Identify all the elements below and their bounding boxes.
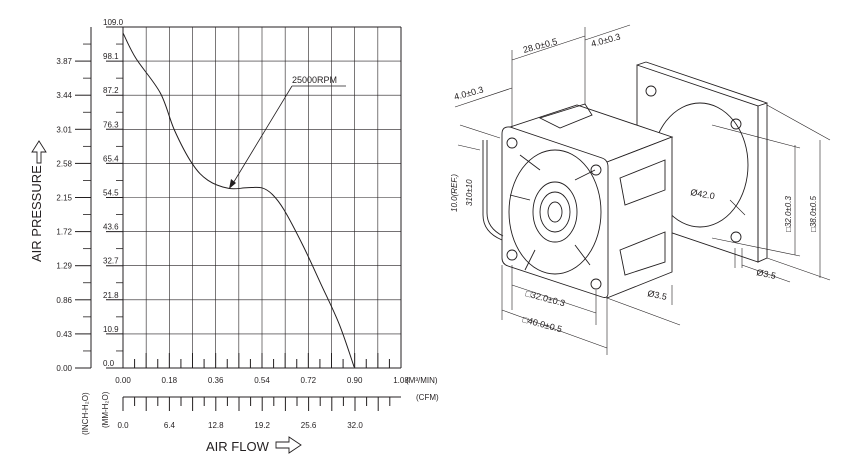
- x-tick-label: 1.08: [393, 376, 409, 385]
- dim-flange-left: 4.0±0.3: [453, 85, 485, 102]
- y-secondary-tick-label: 0.43: [56, 330, 72, 339]
- fan-opening: [508, 149, 602, 275]
- x-tick-label: 0.18: [162, 376, 178, 385]
- y-secondary-tick-label: 2.15: [56, 194, 72, 203]
- y-unit-secondary: (INCH-H₂O): [81, 392, 90, 435]
- y-secondary-tick-label: 2.58: [56, 159, 72, 168]
- x-tick-label: 0.90: [347, 376, 363, 385]
- mounting-hole: [506, 249, 518, 261]
- y-secondary-tick-label: 1.72: [56, 228, 72, 237]
- y-tick-label: 10.9: [103, 325, 119, 334]
- x-secondary-tick-label: 0.0: [117, 421, 129, 430]
- x-axis-title: AIR FLOW: [206, 439, 270, 454]
- y-secondary-tick-label: 3.01: [56, 125, 72, 134]
- dim-lead-length: 310±10: [465, 179, 474, 206]
- dimension-lines: [454, 24, 831, 355]
- x-unit-primary: (M³/MIN): [406, 376, 438, 385]
- y-tick-label: 65.4: [103, 154, 119, 163]
- dim-lead-ref: 10.0(REF.): [450, 174, 459, 212]
- x-secondary-tick-label: 19.2: [254, 421, 270, 430]
- y-axis-title: AIR PRESSURE: [29, 165, 44, 262]
- x-secondary-tick-label: 32.0: [347, 421, 363, 430]
- tick-labels: 0.0 10.9 21.8 32.7 43.6 54.5 65.4 76.3 87.2 98.1 1…: [56, 18, 409, 430]
- dim-flange-top: 4.0±0.3: [590, 32, 622, 49]
- dim-hole-back: Ø3.5: [756, 267, 777, 281]
- fan-front-face: [501, 126, 609, 298]
- x-tick-label: 0.54: [254, 376, 270, 385]
- x-tick-label: 0.00: [115, 376, 131, 385]
- annotation-arrowhead: [229, 179, 236, 189]
- x-unit-secondary: (CFM): [416, 393, 439, 402]
- series-line-25000rpm: [122, 32, 355, 368]
- side-vent: [619, 231, 666, 276]
- y-tick-label: 43.6: [103, 223, 119, 232]
- dim-hole-pitch-v: □32.0±0.3: [784, 196, 793, 232]
- y-tick-label: 87.2: [103, 86, 119, 95]
- y-tick-label: 109.0: [103, 18, 124, 27]
- y-unit-primary: (MM-H₂O): [101, 391, 110, 428]
- mounting-hole: [506, 137, 518, 149]
- fan-blades: [509, 154, 596, 271]
- mounting-plate-edge: [757, 102, 768, 263]
- pq-chart: 0.0 10.9 21.8 32.7 43.6 54.5 65.4 76.3 87.2 98.1 1…: [29, 18, 439, 454]
- dim-hole-front: Ø3.5: [647, 288, 668, 302]
- fan-dimension-drawing: 28.0±0.5 4.0±0.3 4.0±0.3 10.0(REF.) 310±…: [450, 24, 831, 355]
- x-tick-label: 0.72: [301, 376, 317, 385]
- mounting-hole: [590, 278, 602, 290]
- chart-axes: [75, 26, 402, 411]
- y-secondary-tick-label: 0.00: [56, 364, 72, 373]
- fan-hub-center: [547, 201, 563, 223]
- arrow-right-icon: [275, 436, 302, 454]
- arrow-up-icon: [31, 140, 47, 164]
- chart-grid: [122, 26, 402, 369]
- y-tick-label: 0.0: [103, 359, 115, 368]
- dim-frame-v: □38.0±0.5: [809, 196, 818, 232]
- fan-hub-ring: [532, 181, 578, 243]
- dim-size-h: □40.0±0.5: [521, 314, 563, 334]
- fan-hub: [539, 191, 571, 233]
- x-secondary-tick-label: 6.4: [164, 421, 176, 430]
- y-tick-label: 54.5: [103, 189, 119, 198]
- x-secondary-tick-label: 25.6: [301, 421, 317, 430]
- y-secondary-tick-label: 0.86: [56, 296, 72, 305]
- x-secondary-tick-label: 12.8: [208, 421, 224, 430]
- plate-hole: [645, 85, 657, 97]
- dim-opening: Ø42.0: [690, 187, 716, 201]
- curve-annotation: 25000RPM: [229, 75, 346, 189]
- plate-hole: [730, 118, 742, 130]
- annotation-leader: [231, 85, 293, 186]
- y-tick-label: 21.8: [103, 291, 119, 300]
- y-tick-label: 98.1: [103, 52, 119, 61]
- y-secondary-tick-label: 1.29: [56, 262, 72, 271]
- dim-depth: 28.0±0.5: [522, 36, 558, 55]
- x-tick-label: 0.36: [208, 376, 224, 385]
- y-tick-label: 32.7: [103, 257, 119, 266]
- top-vent: [538, 103, 593, 129]
- y-tick-label: 76.3: [103, 120, 119, 129]
- y-secondary-tick-label: 3.44: [56, 91, 72, 100]
- dim-hole-pitch-h: □32.0±0.3: [524, 288, 566, 308]
- plate-hole: [730, 231, 742, 243]
- side-vent: [619, 159, 666, 206]
- lead-wires: [482, 140, 504, 241]
- y-secondary-tick-label: 3.87: [56, 57, 72, 66]
- annotation-label: 25000RPM: [292, 75, 337, 85]
- mounting-hole: [590, 164, 602, 176]
